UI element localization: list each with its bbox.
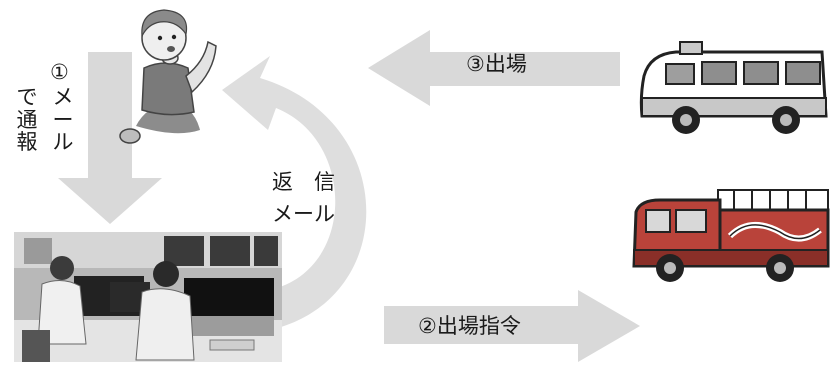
arrow-order-right [384,290,640,362]
step1-char: 通 [16,107,38,132]
step1-char: 報 [16,130,38,155]
step2-label: ②出場指令 [418,314,521,338]
step3-label: ③出場 [466,52,527,76]
arrow-reply-curve [222,56,367,330]
reply-label-line1: 返 信 [272,170,335,194]
step1-char: ル [52,130,74,155]
step1-char: で [16,85,38,109]
step1-char: メ [52,85,74,109]
step1-char: ー [52,107,74,132]
arrow-report-down [58,52,162,224]
arrow-dispatch-left [368,30,620,106]
step1-column-report: で 通 報 [14,86,40,154]
fire-engine-icon [632,189,830,282]
woman-calling-icon [119,9,217,144]
step1-column-mail: メ ー ル [50,86,76,154]
reply-label-line2: メール [272,202,335,226]
step1-number: ① [50,60,69,84]
ambulance-icon [639,41,828,134]
dispatch-center-photo [14,232,282,362]
